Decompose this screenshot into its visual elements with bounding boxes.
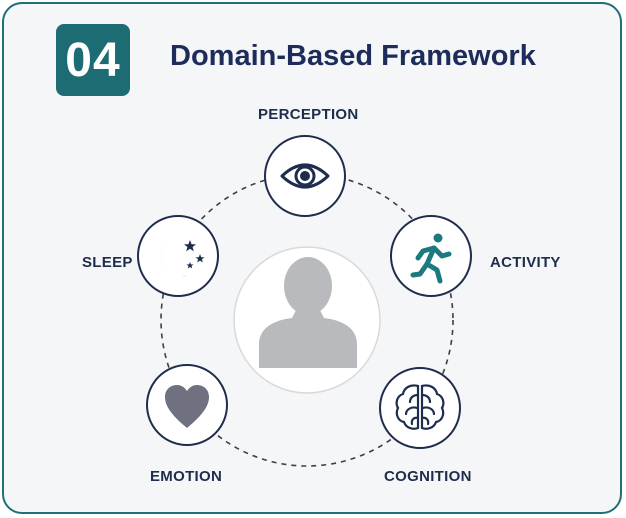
activity-node[interactable] (390, 215, 472, 297)
page-title: Domain-Based Framework (170, 40, 536, 72)
perception-node[interactable] (264, 135, 346, 217)
section-number-badge: 04 (56, 24, 130, 96)
activity-label: ACTIVITY (490, 254, 561, 271)
brain-icon (395, 384, 445, 430)
running-person-icon (410, 233, 452, 284)
person-silhouette-icon (259, 257, 357, 368)
heart-icon (165, 385, 209, 428)
cognition-node[interactable] (379, 367, 461, 449)
sleep-label: SLEEP (82, 254, 133, 271)
emotion-label: EMOTION (150, 468, 223, 485)
emotion-node[interactable] (146, 364, 228, 446)
orbit-ring (160, 173, 454, 467)
eye-icon (280, 163, 330, 189)
moon-stars-icon (161, 236, 205, 277)
cognition-label: COGNITION (384, 468, 472, 485)
center-node (233, 246, 381, 394)
sleep-node[interactable] (137, 215, 219, 297)
perception-label: PERCEPTION (258, 106, 359, 123)
